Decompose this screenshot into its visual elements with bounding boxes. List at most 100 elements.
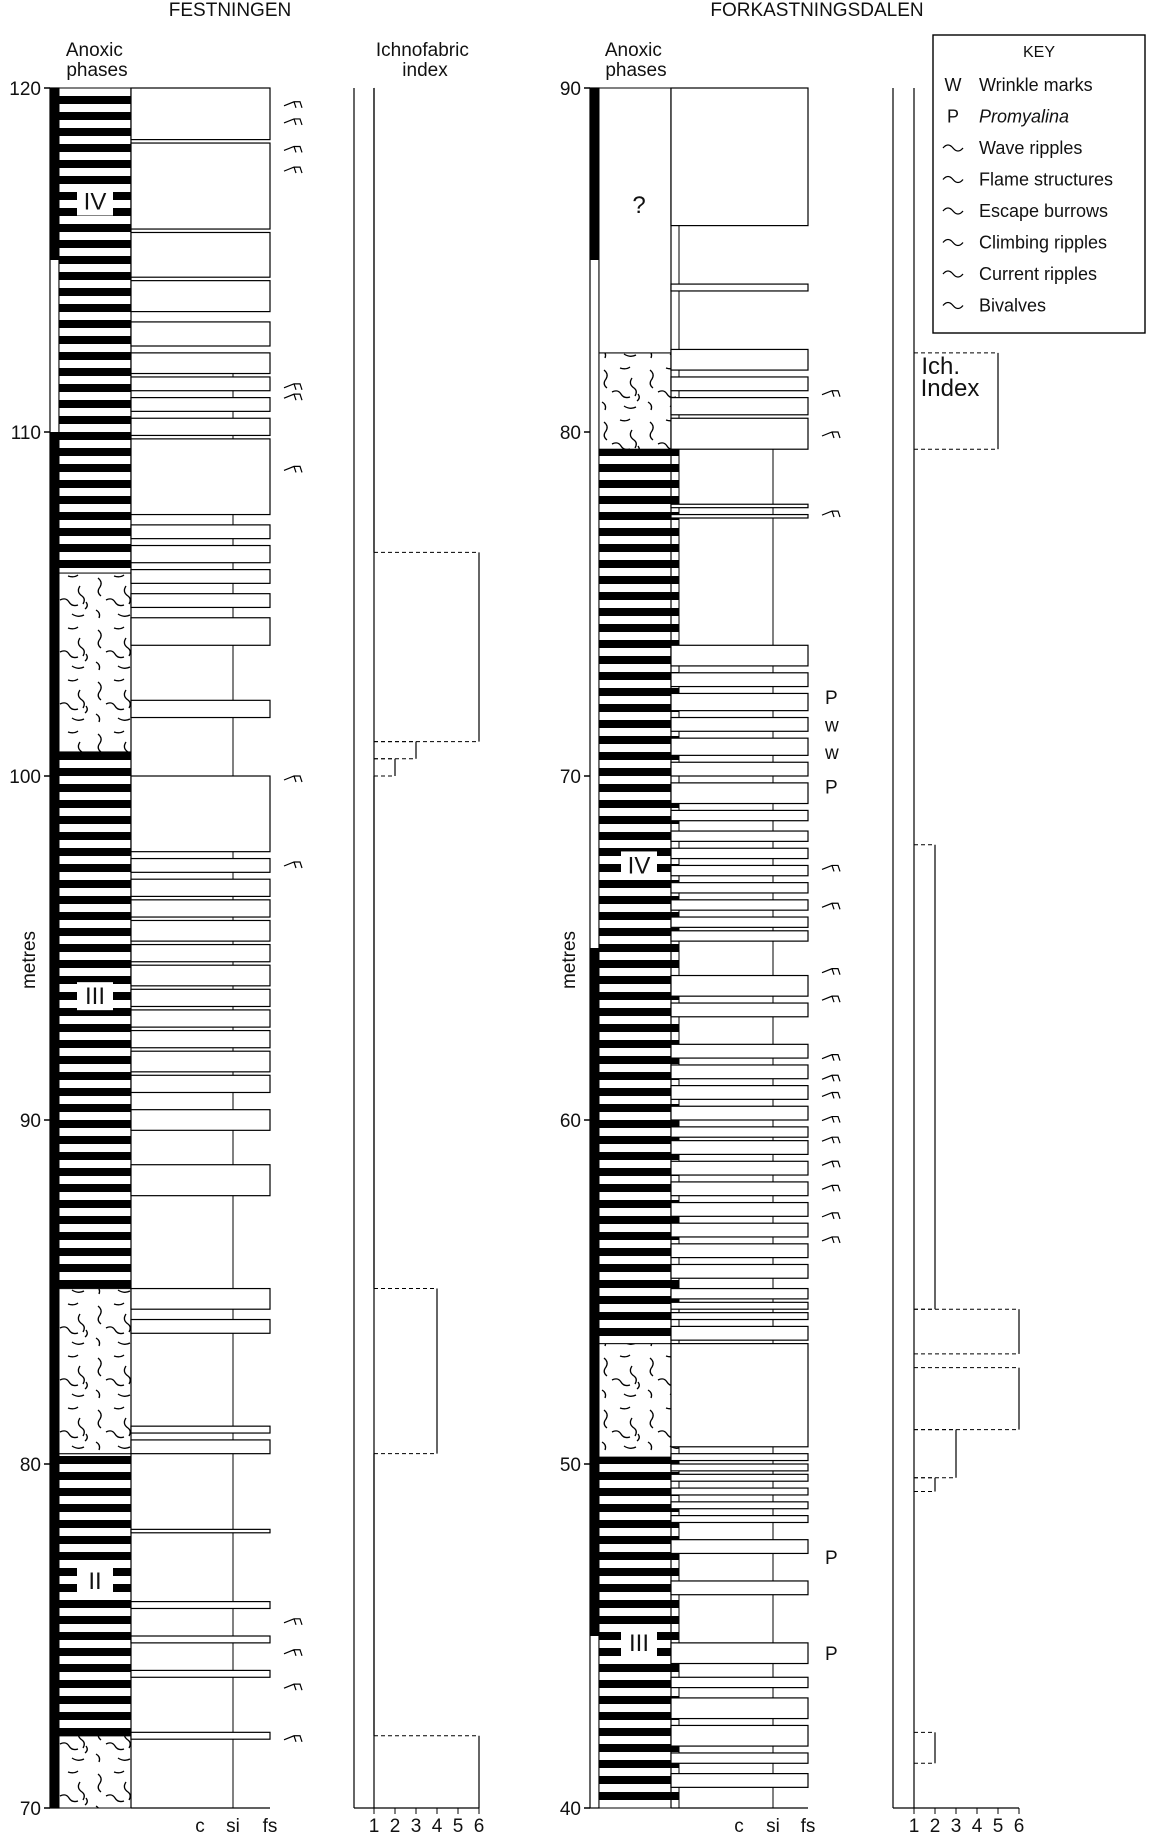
key-letter-symbol: W	[945, 75, 962, 95]
sandstone-bed	[670, 1473, 809, 1482]
sandstone-bed	[130, 524, 271, 540]
ichno-tick-label: 1	[909, 1816, 920, 1837]
ichno-tick-label: 1	[369, 1816, 380, 1837]
phase-bar-segment	[50, 432, 59, 1636]
sandstone-bed	[670, 1325, 809, 1341]
sandstone-bed	[670, 1002, 809, 1018]
sandstone-bed	[130, 544, 271, 564]
promyalina-or-wrinkle-marker: P	[825, 688, 838, 709]
sandstone-bed	[670, 283, 809, 292]
left-ichno-header-line2: index	[402, 60, 448, 81]
promyalina-or-wrinkle-marker: P	[825, 777, 838, 798]
sandstone-bed	[130, 617, 271, 646]
current-ripple-icon	[821, 390, 841, 397]
phase-bar-segment	[590, 88, 599, 260]
axis-tick-label: 70	[20, 1799, 41, 1820]
anoxic-interval-bioturbated	[58, 1735, 132, 1809]
axis-tick-label: 70	[560, 767, 581, 788]
axis-tick-label: 90	[20, 1111, 41, 1132]
sandstone-bed	[130, 142, 271, 230]
current-ripple-icon	[942, 270, 964, 278]
ichno-tick-label: 4	[432, 1816, 443, 1837]
axis-tick-label: 50	[560, 1455, 581, 1476]
current-ripple-icon	[283, 861, 303, 869]
sandstone-bed	[670, 761, 809, 777]
sandstone-bed	[670, 1487, 809, 1496]
sandstone-bed	[130, 1050, 271, 1073]
sandstone-bed	[670, 930, 809, 942]
sandstone-bed	[670, 672, 809, 688]
key-title: KEY	[1023, 44, 1055, 61]
right-ich-index-label: Ich. Index	[921, 353, 980, 402]
key-item-label: Flame structures	[979, 170, 1113, 190]
sandstone-bed	[130, 1318, 271, 1334]
sandstone-bed	[130, 1287, 271, 1310]
sandstone-bed	[670, 916, 809, 928]
axis-tick-label: 40	[560, 1799, 581, 1820]
key-letter-symbol: P	[947, 107, 959, 127]
sandstone-bed	[670, 1514, 809, 1524]
current-ripple-icon	[821, 995, 841, 1003]
sandstone-bed	[670, 1263, 809, 1279]
phase-bar-segment	[590, 948, 599, 1636]
right-section-title: FORKASTNINGSDALEN	[710, 0, 923, 21]
sandstone-bed	[130, 280, 271, 313]
current-ripple-icon	[821, 431, 841, 439]
phase-label: ?	[632, 192, 645, 219]
current-ripple-icon	[821, 1115, 841, 1123]
sandstone-bed	[130, 231, 271, 278]
phase-label-box	[77, 982, 113, 1011]
sandstone-bed	[130, 593, 271, 609]
climbing-ripple-icon	[942, 238, 964, 247]
promyalina-or-wrinkle-marker: P	[825, 1548, 838, 1569]
sandstone-bed	[670, 1501, 809, 1510]
current-ripple-icon	[821, 1236, 841, 1244]
sandstone-bed	[130, 87, 271, 141]
phase-label: IV	[84, 189, 107, 216]
ichno-tick-label: 5	[993, 1816, 1004, 1837]
current-ripple-icon	[283, 775, 303, 783]
anoxic-interval-laminated	[58, 751, 132, 1290]
sandstone-bed	[670, 1752, 809, 1764]
sandstone-bed	[670, 397, 809, 416]
phase-label-box	[621, 851, 657, 880]
grain-size-label: c	[195, 1816, 205, 1837]
sandstone-bed	[670, 1676, 809, 1689]
sandstone-bed	[670, 417, 809, 450]
sandstone-bed	[670, 899, 809, 911]
current-ripple-icon	[821, 1091, 841, 1099]
current-ripple-icon	[821, 1074, 841, 1082]
ichno-tick-label: 3	[951, 1816, 962, 1837]
axis-tick-label: 90	[560, 79, 581, 100]
anoxic-interval-laminated	[58, 87, 132, 574]
axis-tick-label: 60	[560, 1111, 581, 1132]
current-ripple-icon	[283, 1683, 303, 1691]
ichno-tick-label: 6	[474, 1816, 485, 1837]
sandstone-bed	[130, 1074, 271, 1094]
key-item-label: Wrinkle marks	[979, 75, 1093, 95]
key-item-label: Promyalina	[979, 107, 1069, 127]
sandstone-bed	[130, 1109, 271, 1131]
sandstone-bed	[130, 1635, 271, 1644]
phase-bar-segment	[50, 1636, 59, 1808]
sandstone-bed	[130, 1669, 271, 1678]
axis-tick-label: 80	[560, 423, 581, 444]
sandstone-bed	[130, 568, 271, 584]
right-anoxic-header-line1: Anoxic	[605, 40, 662, 61]
sandstone-bed	[670, 1580, 809, 1596]
sandstone-bed	[670, 1287, 809, 1300]
promyalina-or-wrinkle-marker: w	[824, 715, 839, 736]
current-ripple-icon	[821, 968, 841, 975]
anoxic-interval-blank	[598, 87, 680, 354]
sandstone-bed	[670, 1084, 809, 1100]
sandstone-bed	[130, 988, 271, 1008]
current-ripple-icon	[821, 1160, 841, 1168]
sandstone-bed	[130, 919, 271, 942]
right-anoxic-header: Anoxic phases	[605, 40, 667, 81]
